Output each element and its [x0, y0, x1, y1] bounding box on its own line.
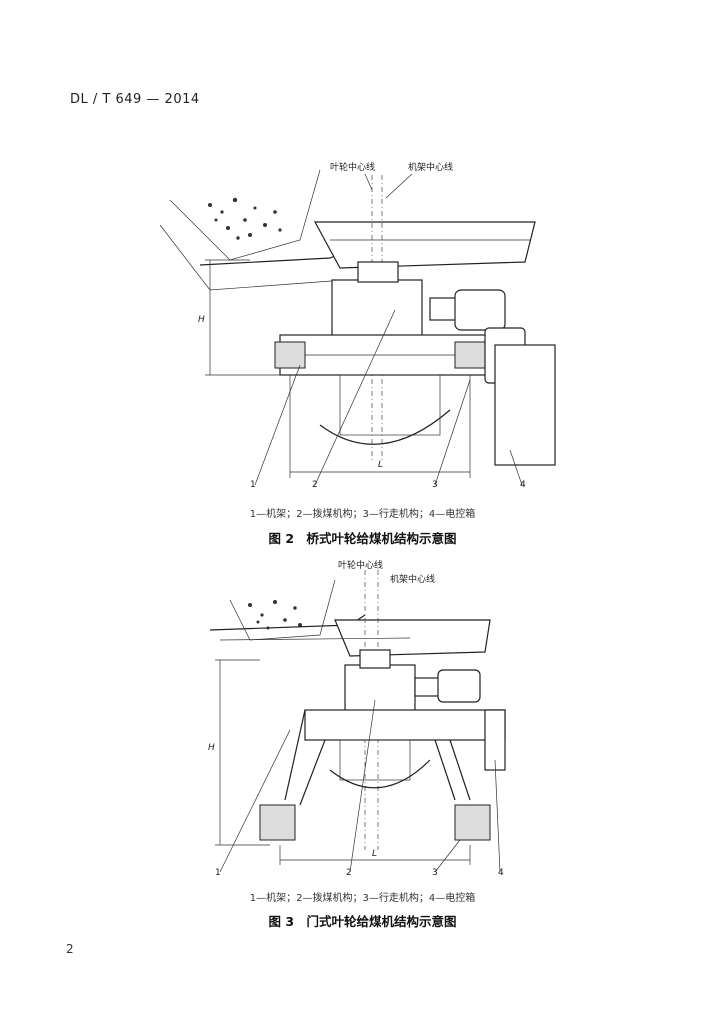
fig2-impeller-centerline-label: 叶轮中心线 [330, 161, 375, 173]
motor [437, 669, 481, 703]
impeller-plate [334, 619, 491, 657]
standard-code-header: DL / T 649 — 2014 [70, 92, 200, 107]
fig2-callout-3: 3 [432, 480, 438, 490]
fig3-dimension-L: L [372, 849, 377, 859]
coal-pile [229, 579, 336, 641]
fig2-callout-4: 4 [520, 480, 526, 490]
electric-control-box [484, 709, 506, 771]
fig3-impeller-centerline-label: 叶轮中心线 [338, 560, 383, 571]
gantry-frame [304, 709, 506, 741]
fig3-dimension-H: H [208, 743, 215, 753]
fig3-callout-1: 1 [215, 868, 221, 878]
impeller-plate [313, 221, 536, 269]
figure-2-diagram: 叶轮中心线 机架中心线 H L 1 2 [150, 150, 570, 490]
fig3-arc-guard [329, 759, 431, 789]
motor [454, 289, 506, 331]
right-wheel [454, 341, 486, 369]
figure-2-legend: 1—机架；2—拨煤机构；3—行走机构；4—电控箱 [249, 509, 476, 520]
figure-3-drawing: 叶轮中心线 机架中心线 H L [208, 560, 506, 873]
coal-pile [169, 169, 321, 261]
left-wheel [259, 804, 296, 841]
left-wheel [274, 341, 306, 369]
fig3-callout-3: 3 [432, 868, 438, 878]
figure-2-caption: 图 2 桥式叶轮给煤机结构示意图 [268, 531, 457, 546]
fig2-callout-1: 1 [250, 480, 256, 490]
fig3-callout-2: 2 [346, 868, 352, 878]
fig2-dimension-L: L [378, 460, 383, 470]
figure-3-legend: 1—机架；2—拨煤机构；3—行走机构；4—电控箱 [249, 893, 476, 904]
electric-control-box [494, 344, 556, 466]
right-wheel [454, 804, 491, 841]
fig3-callout-4: 4 [498, 868, 504, 878]
fig2-arc-guard [319, 409, 451, 445]
figure-2-drawing: 叶轮中心线 机架中心线 H L [159, 161, 556, 486]
fig2-frame-centerline-label: 机架中心线 [408, 161, 453, 173]
fig2-dimension-H: H [198, 315, 205, 325]
impeller-drive-housing [344, 664, 416, 716]
figure-3-diagram: 叶轮中心线 机架中心线 H L 1 2 3 4 [150, 560, 570, 880]
page-number: 2 [66, 942, 74, 956]
fig3-frame-centerline-label: 机架中心线 [390, 573, 435, 585]
impeller-drive-housing [331, 279, 423, 341]
figure-3-caption: 图 3 门式叶轮给煤机结构示意图 [268, 914, 457, 929]
fig2-callout-2: 2 [312, 480, 318, 490]
